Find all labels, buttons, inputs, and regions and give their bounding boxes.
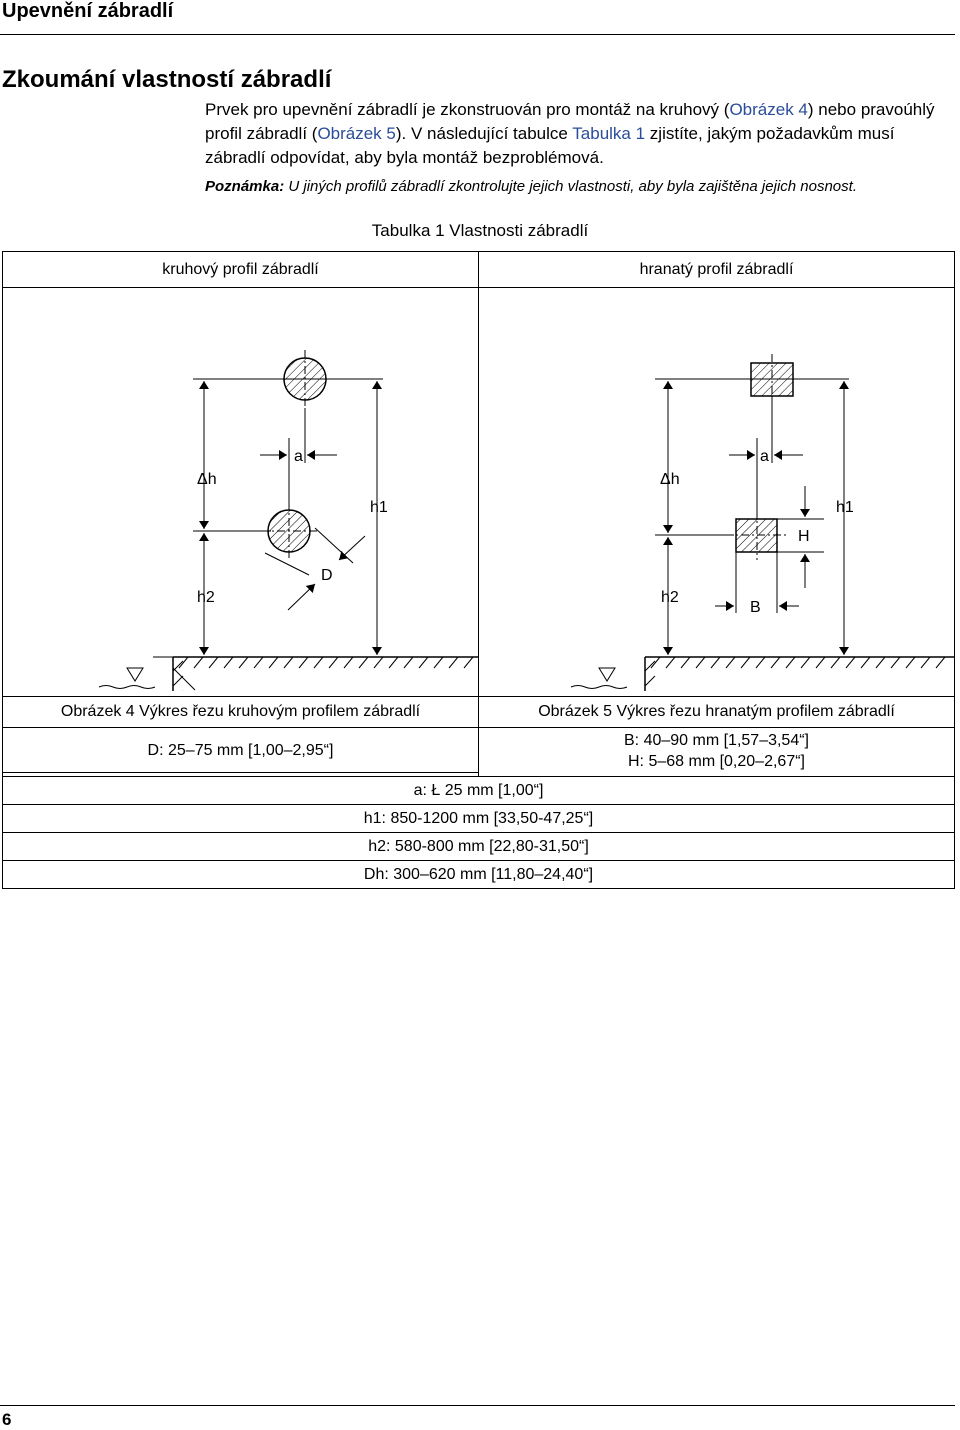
section-title: Zkoumání vlastností zábradlí — [2, 66, 332, 93]
link-figure-4[interactable]: Obrázek 4 — [729, 100, 808, 119]
figure-5-drawing: Δh a h1 H h2 B — [570, 354, 955, 728]
figure-4-drawing: Δh a h1 h2 D — [98, 350, 479, 728]
figure-4-caption: Obrázek 4 Výkres řezu kruhovým profilem … — [2, 696, 479, 728]
label-h1: h1 — [370, 499, 388, 516]
intro-text-4: zjistíte, jakým požadavkům musí zábradlí… — [205, 124, 895, 167]
intro-paragraph: Prvek pro upevnění zábradlí je zkonstruo… — [205, 98, 945, 170]
figure-5-cell: Δh a h1 H h2 B — [478, 287, 955, 728]
label-big-h: H — [798, 528, 810, 545]
h-value: H: 5–68 mm [0,20–2,67“] — [628, 753, 805, 770]
note-label: Poznámka: — [205, 178, 285, 195]
header-rule — [0, 34, 955, 35]
figure-5-caption: Obrázek 5 Výkres řezu hranatým profilem … — [478, 696, 955, 728]
intro-text-1: Prvek pro upevnění zábradlí je zkonstruo… — [205, 100, 730, 119]
col-header-round: kruhový profil zábradlí — [2, 251, 479, 288]
running-header: Upevnění zábradlí — [2, 0, 174, 22]
b-value: B: 40–90 mm [1,57–3,54“] — [624, 732, 809, 749]
note-text: U jiných profilů zábradlí zkontrolujte j… — [284, 178, 857, 195]
label-delta-h: Δh — [197, 471, 217, 488]
link-figure-5[interactable]: Obrázek 5 — [317, 124, 396, 143]
link-table-1[interactable]: Tabulka 1 — [572, 124, 646, 143]
d-value: D: 25–75 mm [1,00–2,95“] — [2, 727, 479, 773]
h2-value: h2: 580-800 mm [22,80-31,50“] — [2, 832, 955, 861]
table-caption: Tabulka 1 Vlastnosti zábradlí — [371, 221, 589, 240]
spacer-cell — [2, 772, 479, 777]
label-delta-h: Δh — [660, 471, 680, 488]
note: Poznámka: U jiných profilů zábradlí zkon… — [205, 178, 955, 195]
label-h2: h2 — [661, 589, 679, 606]
figure-4-cell: Δh a h1 h2 D — [2, 287, 479, 728]
page-number: 6 — [2, 1410, 12, 1429]
dh-value: Dh: 300–620 mm [11,80–24,40“] — [2, 860, 955, 889]
col-header-square: hranatý profil zábradlí — [478, 251, 955, 288]
a-value: a: Ł 25 mm [1,00“] — [2, 776, 955, 805]
label-h1: h1 — [836, 499, 854, 516]
h1-value: h1: 850-1200 mm [33,50-47,25“] — [2, 804, 955, 833]
label-a: a — [294, 448, 303, 465]
label-d: D — [321, 567, 333, 584]
intro-text-3: ). V následující tabulce — [395, 124, 573, 143]
label-a: a — [760, 448, 769, 465]
properties-table: kruhový profil zábradlí hranatý profil z… — [2, 251, 955, 889]
intro-text-2: ) nebo pravoúhlý profil zábradlí ( — [205, 100, 935, 143]
bh-values: B: 40–90 mm [1,57–3,54“] H: 5–68 mm [0,2… — [478, 727, 955, 777]
label-b: B — [750, 599, 761, 616]
label-h2: h2 — [197, 589, 215, 606]
footer-rule — [0, 1405, 955, 1406]
